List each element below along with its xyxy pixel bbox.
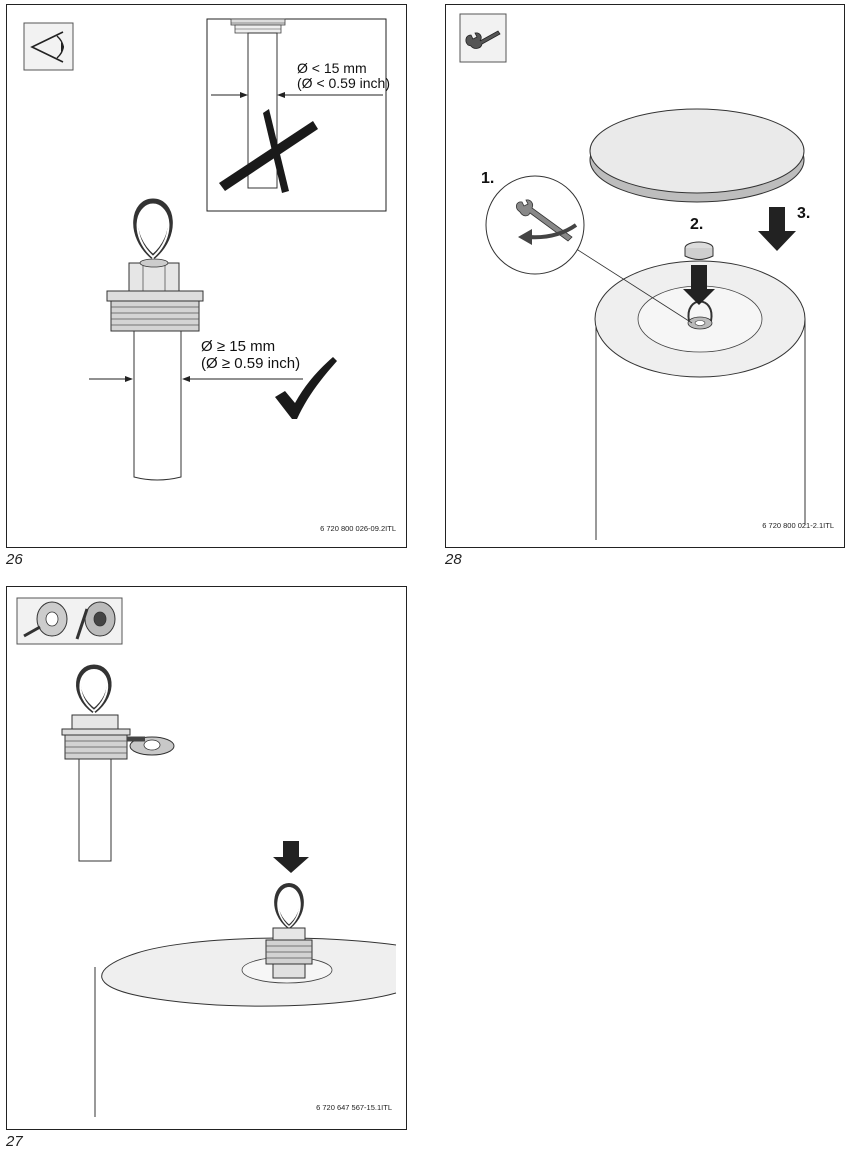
tank-lid bbox=[589, 108, 805, 203]
figure-27-panel: 6 720 647 567-15.1ITL bbox=[6, 586, 407, 1130]
eye-inspect-icon bbox=[23, 22, 74, 71]
arrow-down-insert bbox=[273, 841, 309, 873]
thin-sensor-inset bbox=[206, 18, 387, 212]
wrench-icon bbox=[459, 13, 507, 63]
figure-number: 27 bbox=[6, 1133, 23, 1150]
figure-code: 6 720 647 567-15.1ITL bbox=[316, 1103, 392, 1112]
sensor-with-tape bbox=[61, 664, 175, 862]
wrong-diameter-mm: Ø < 15 mm bbox=[297, 60, 367, 76]
figure-27-drawing bbox=[16, 597, 397, 1117]
arrow-down-step2 bbox=[683, 265, 715, 305]
figure-26-panel: Ø < 15 mm (Ø < 0.59 inch) Ø ≥ 15 mm (Ø ≥… bbox=[6, 4, 407, 548]
magnifier-detail bbox=[485, 175, 693, 324]
figure-26-drawing bbox=[23, 18, 387, 481]
step-3-label: 3. bbox=[797, 205, 811, 222]
figure-number: 26 bbox=[6, 551, 23, 568]
step-2-label: 2. bbox=[690, 216, 704, 233]
plug-cap bbox=[684, 241, 714, 260]
figure-code: 6 720 800 021-2.1ITL bbox=[762, 521, 834, 530]
sealing-tape-icon bbox=[16, 597, 123, 645]
arrow-down-step3 bbox=[758, 207, 796, 251]
tank-with-sensor bbox=[94, 882, 397, 1117]
figure-28-drawing bbox=[459, 13, 806, 540]
step-1-label: 1. bbox=[481, 170, 495, 187]
right-diameter-mm: Ø ≥ 15 mm bbox=[201, 338, 276, 355]
figure-code: 6 720 800 026-09.2ITL bbox=[320, 524, 396, 533]
right-diameter-inch: (Ø ≥ 0.59 inch) bbox=[201, 355, 301, 372]
figure-number: 28 bbox=[445, 551, 462, 568]
wrong-diameter-label: Ø < 15 mm (Ø < 0.59 inch) bbox=[297, 61, 390, 91]
right-diameter-label: Ø ≥ 15 mm (Ø ≥ 0.59 inch) bbox=[201, 338, 300, 372]
thick-sensor bbox=[89, 198, 337, 481]
figure-28-panel: 1. 2. 3. 6 720 800 021-2.1ITL bbox=[445, 4, 845, 548]
tank-body bbox=[594, 260, 806, 540]
wrong-diameter-inch: (Ø < 0.59 inch) bbox=[297, 75, 390, 91]
